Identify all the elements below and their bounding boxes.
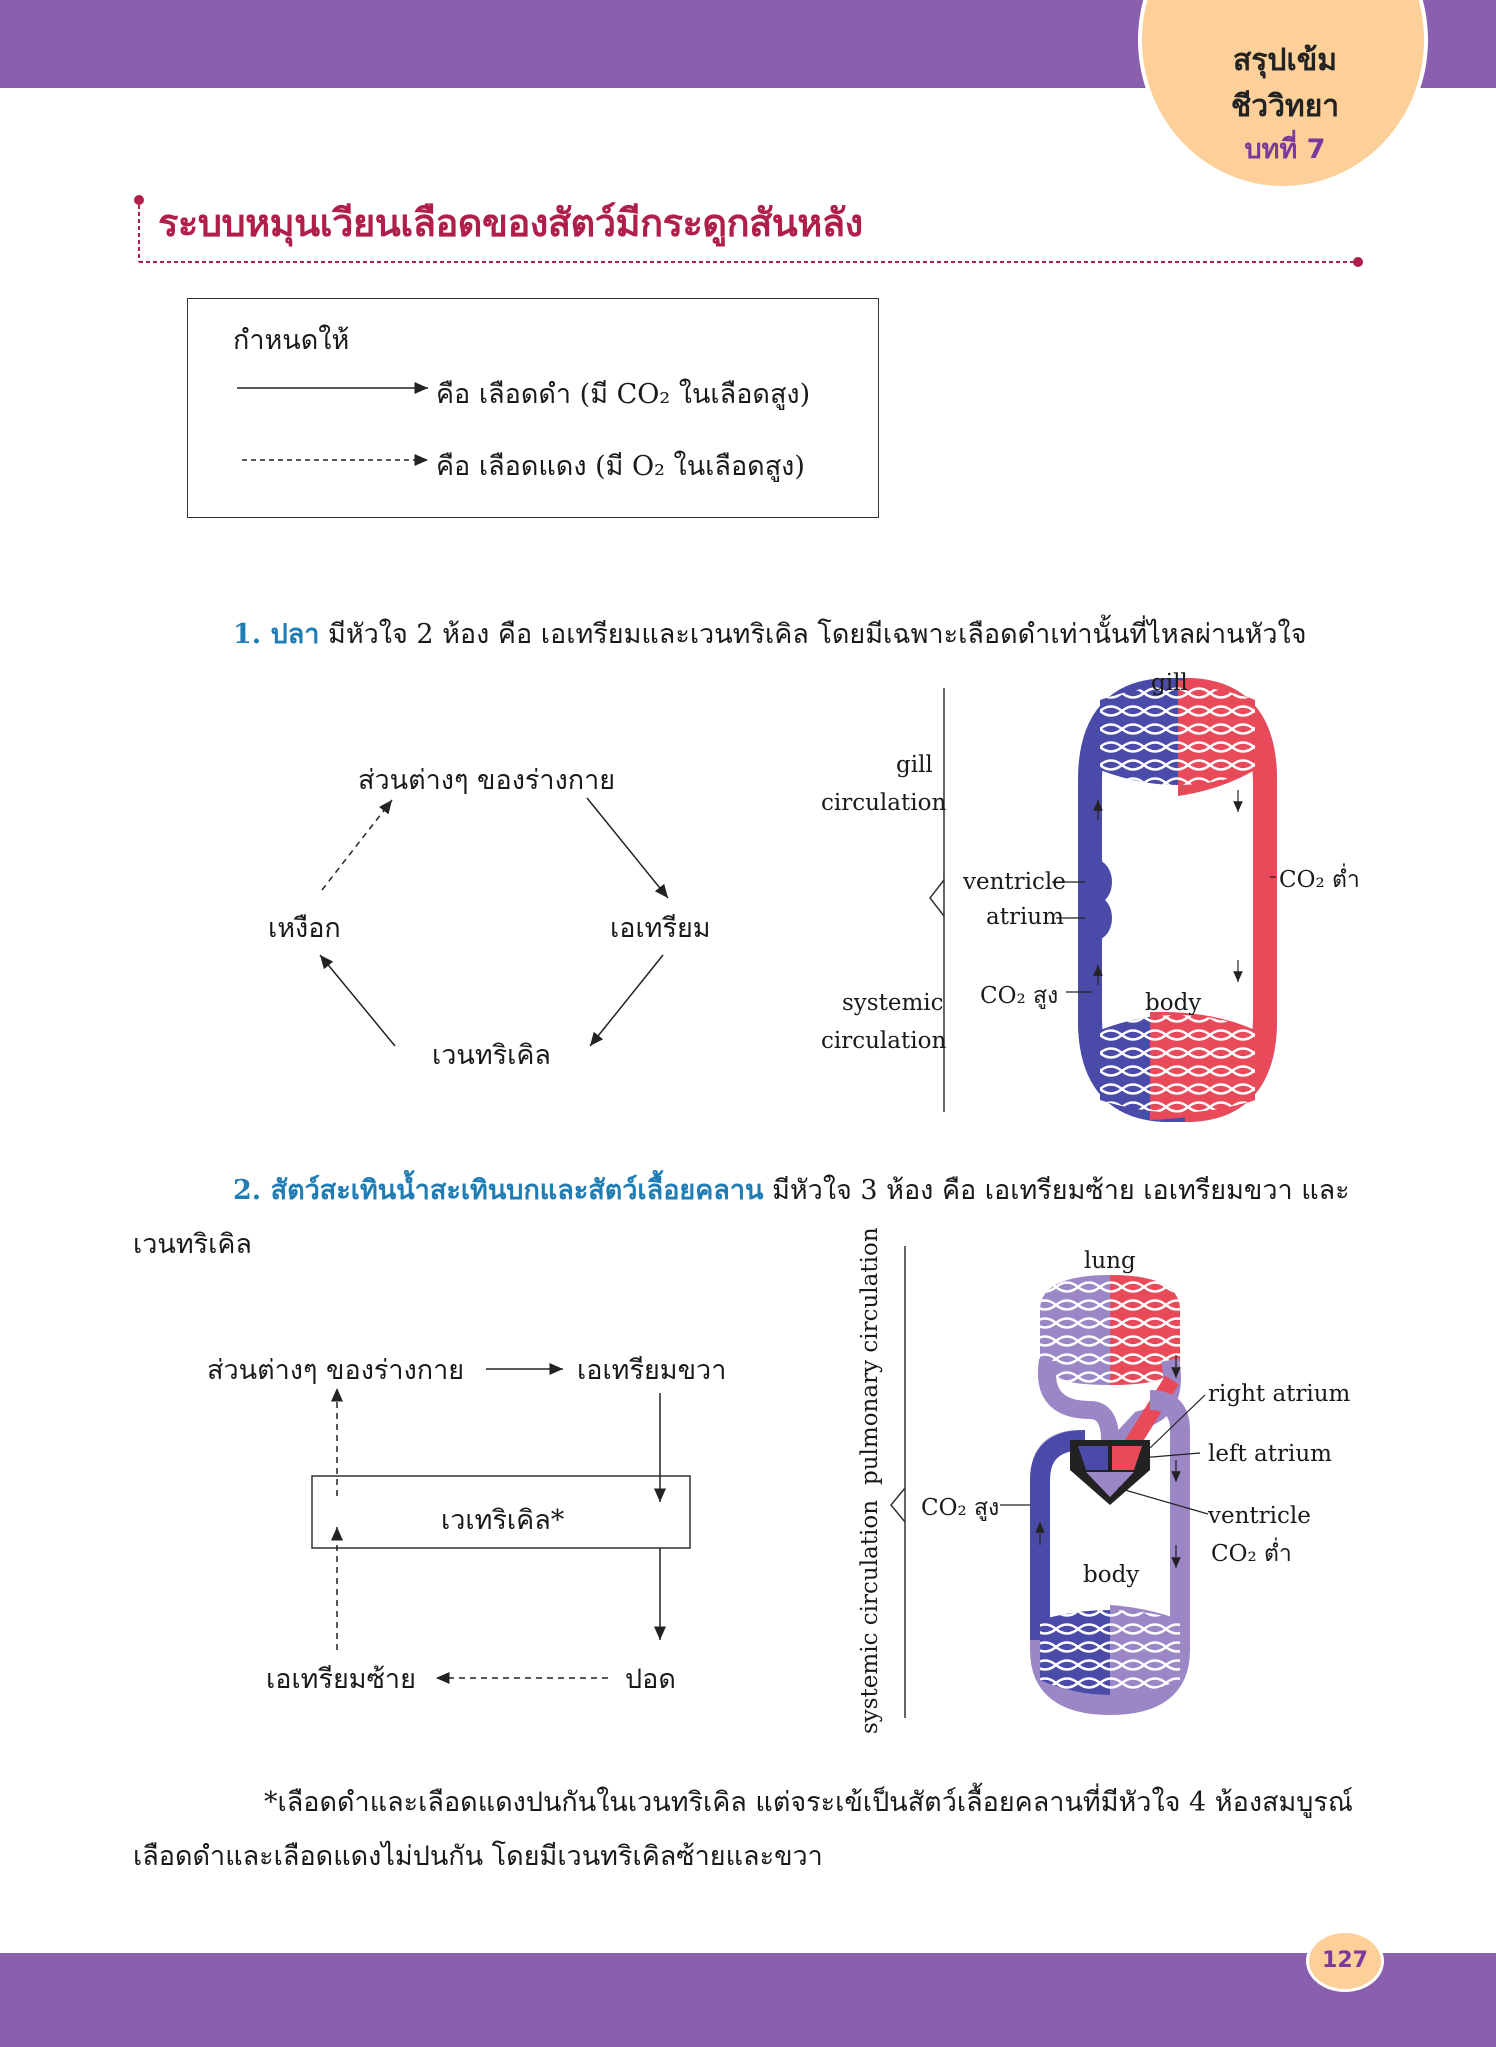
fish-diagram-gill-circ-1: gill [896,752,933,778]
bottom-banner [0,1953,1496,2047]
fish-diagram-systemic-2: circulation [821,1028,947,1054]
badge-chapter: บทที่ 7 [1244,134,1326,165]
legend-box [187,298,879,518]
amphibian-flow-ventricle: เวเทริเคิล* [441,1505,565,1536]
fish-diagram-body: body [1145,990,1202,1016]
fish-diagram-gill: gill [1151,670,1188,696]
legend-heading: กำหนดให้ [233,325,350,356]
amphibian-flow-left-atrium: เอเทรียมซ้าย [266,1664,416,1695]
legend-dashed-label: คือ เลือดแดง (มี O₂ ในเลือดสูง) [436,451,805,482]
fish-diagram-ventricle: ventricle [963,869,1066,895]
fish-cycle-body: ส่วนต่างๆ ของร่างกาย [358,765,616,796]
fish-diagram-gill-circ-2: circulation [821,790,947,816]
badge-line-1: สรุปเข้ม [1232,43,1337,78]
amphibian-diagram-co2-high: CO₂ สูง [921,1495,1000,1521]
fish-arrow-atrium-ventricle [589,954,664,1047]
amphibian-diagram-lung: lung [1084,1248,1136,1274]
amphibian-diagram-co2-low: CO₂ ต่ำ [1211,1541,1292,1567]
amphibian-heading-text: มีหัวใจ 3 ห้อง คือ เอเทรียมซ้าย เอเทรียม… [772,1175,1350,1206]
amphibian-heart-diagram [1000,1275,1209,1716]
amphibian-flow-lung: ปอด [625,1664,676,1695]
legend-solid-label: คือ เลือดดำ (มี CO₂ ในเลือดสูง) [436,379,811,410]
fish-diagram-systemic-1: systemic [842,990,944,1016]
fish-arrow-body-atrium [586,797,669,899]
fish-arrow-ventricle-gill [319,954,396,1047]
amphibian-diagram-ventricle: ventricle [1208,1503,1311,1529]
page-number: 127 [1306,1930,1384,1992]
badge-line-2: ชีววิทยา [1230,89,1340,124]
fish-heading-number: 1. ปลา [233,619,320,650]
fish-cycle-ventricle: เวนทริเคิล [432,1040,551,1071]
fish-diagram-atrium: atrium [986,904,1064,930]
fish-heading: 1. ปลา มีหัวใจ 2 ห้อง คือ เอเทรียมและเวน… [233,612,1307,655]
amphibian-diagram-body: body [1083,1562,1140,1588]
fish-heading-text: มีหัวใจ 2 ห้อง คือ เอเทรียมและเวนทริเคิล… [328,619,1307,650]
footnote-line-2: เลือดดำและเลือดแดงไม่ปนกัน โดยมีเวนทริเค… [133,1841,823,1872]
fish-heart-diagram [1052,678,1277,1122]
amphibian-flow-right-atrium: เอเทรียมขวา [577,1355,727,1386]
fish-diagram-co2-low: CO₂ ต่ำ [1279,867,1360,893]
fish-diagram-co2-high: CO₂ สูง [980,983,1059,1009]
fish-cycle-gill: เหงือก [268,913,341,944]
amphibian-diagram-systemic: systemic circulation [857,1499,883,1735]
amphibian-heading-number: 2. สัตว์สะเทินน้ำสะเทินบกและสัตว์เลื้อยค… [233,1175,764,1206]
fish-arrow-gill-body [321,799,393,891]
amphibian-diagram-left-atrium: left atrium [1208,1441,1332,1467]
amphibian-diagram-pulmonary: pulmonary circulation [857,1227,883,1485]
ventricle-box [311,1475,691,1549]
section-title: ระบบหมุนเวียนเลือดของสัตว์มีกระดูกสันหลั… [158,201,863,245]
footnote-line-1: *เลือดดำและเลือดแดงปนกันในเวนทริเคิล แต่… [264,1787,1353,1818]
amphibian-flow-body: ส่วนต่างๆ ของร่างกาย [207,1355,465,1386]
fish-cycle-atrium: เอเทรียม [610,913,711,944]
amphibian-heading-continued: เวนทริเคิล [133,1229,252,1260]
amphibian-heading: 2. สัตว์สะเทินน้ำสะเทินบกและสัตว์เลื้อยค… [233,1168,1350,1211]
amphibian-diagram-right-atrium: right atrium [1208,1381,1351,1407]
chapter-badge-text: สรุปเข้ม ชีววิทยา บทที่ 7 [1160,38,1410,170]
